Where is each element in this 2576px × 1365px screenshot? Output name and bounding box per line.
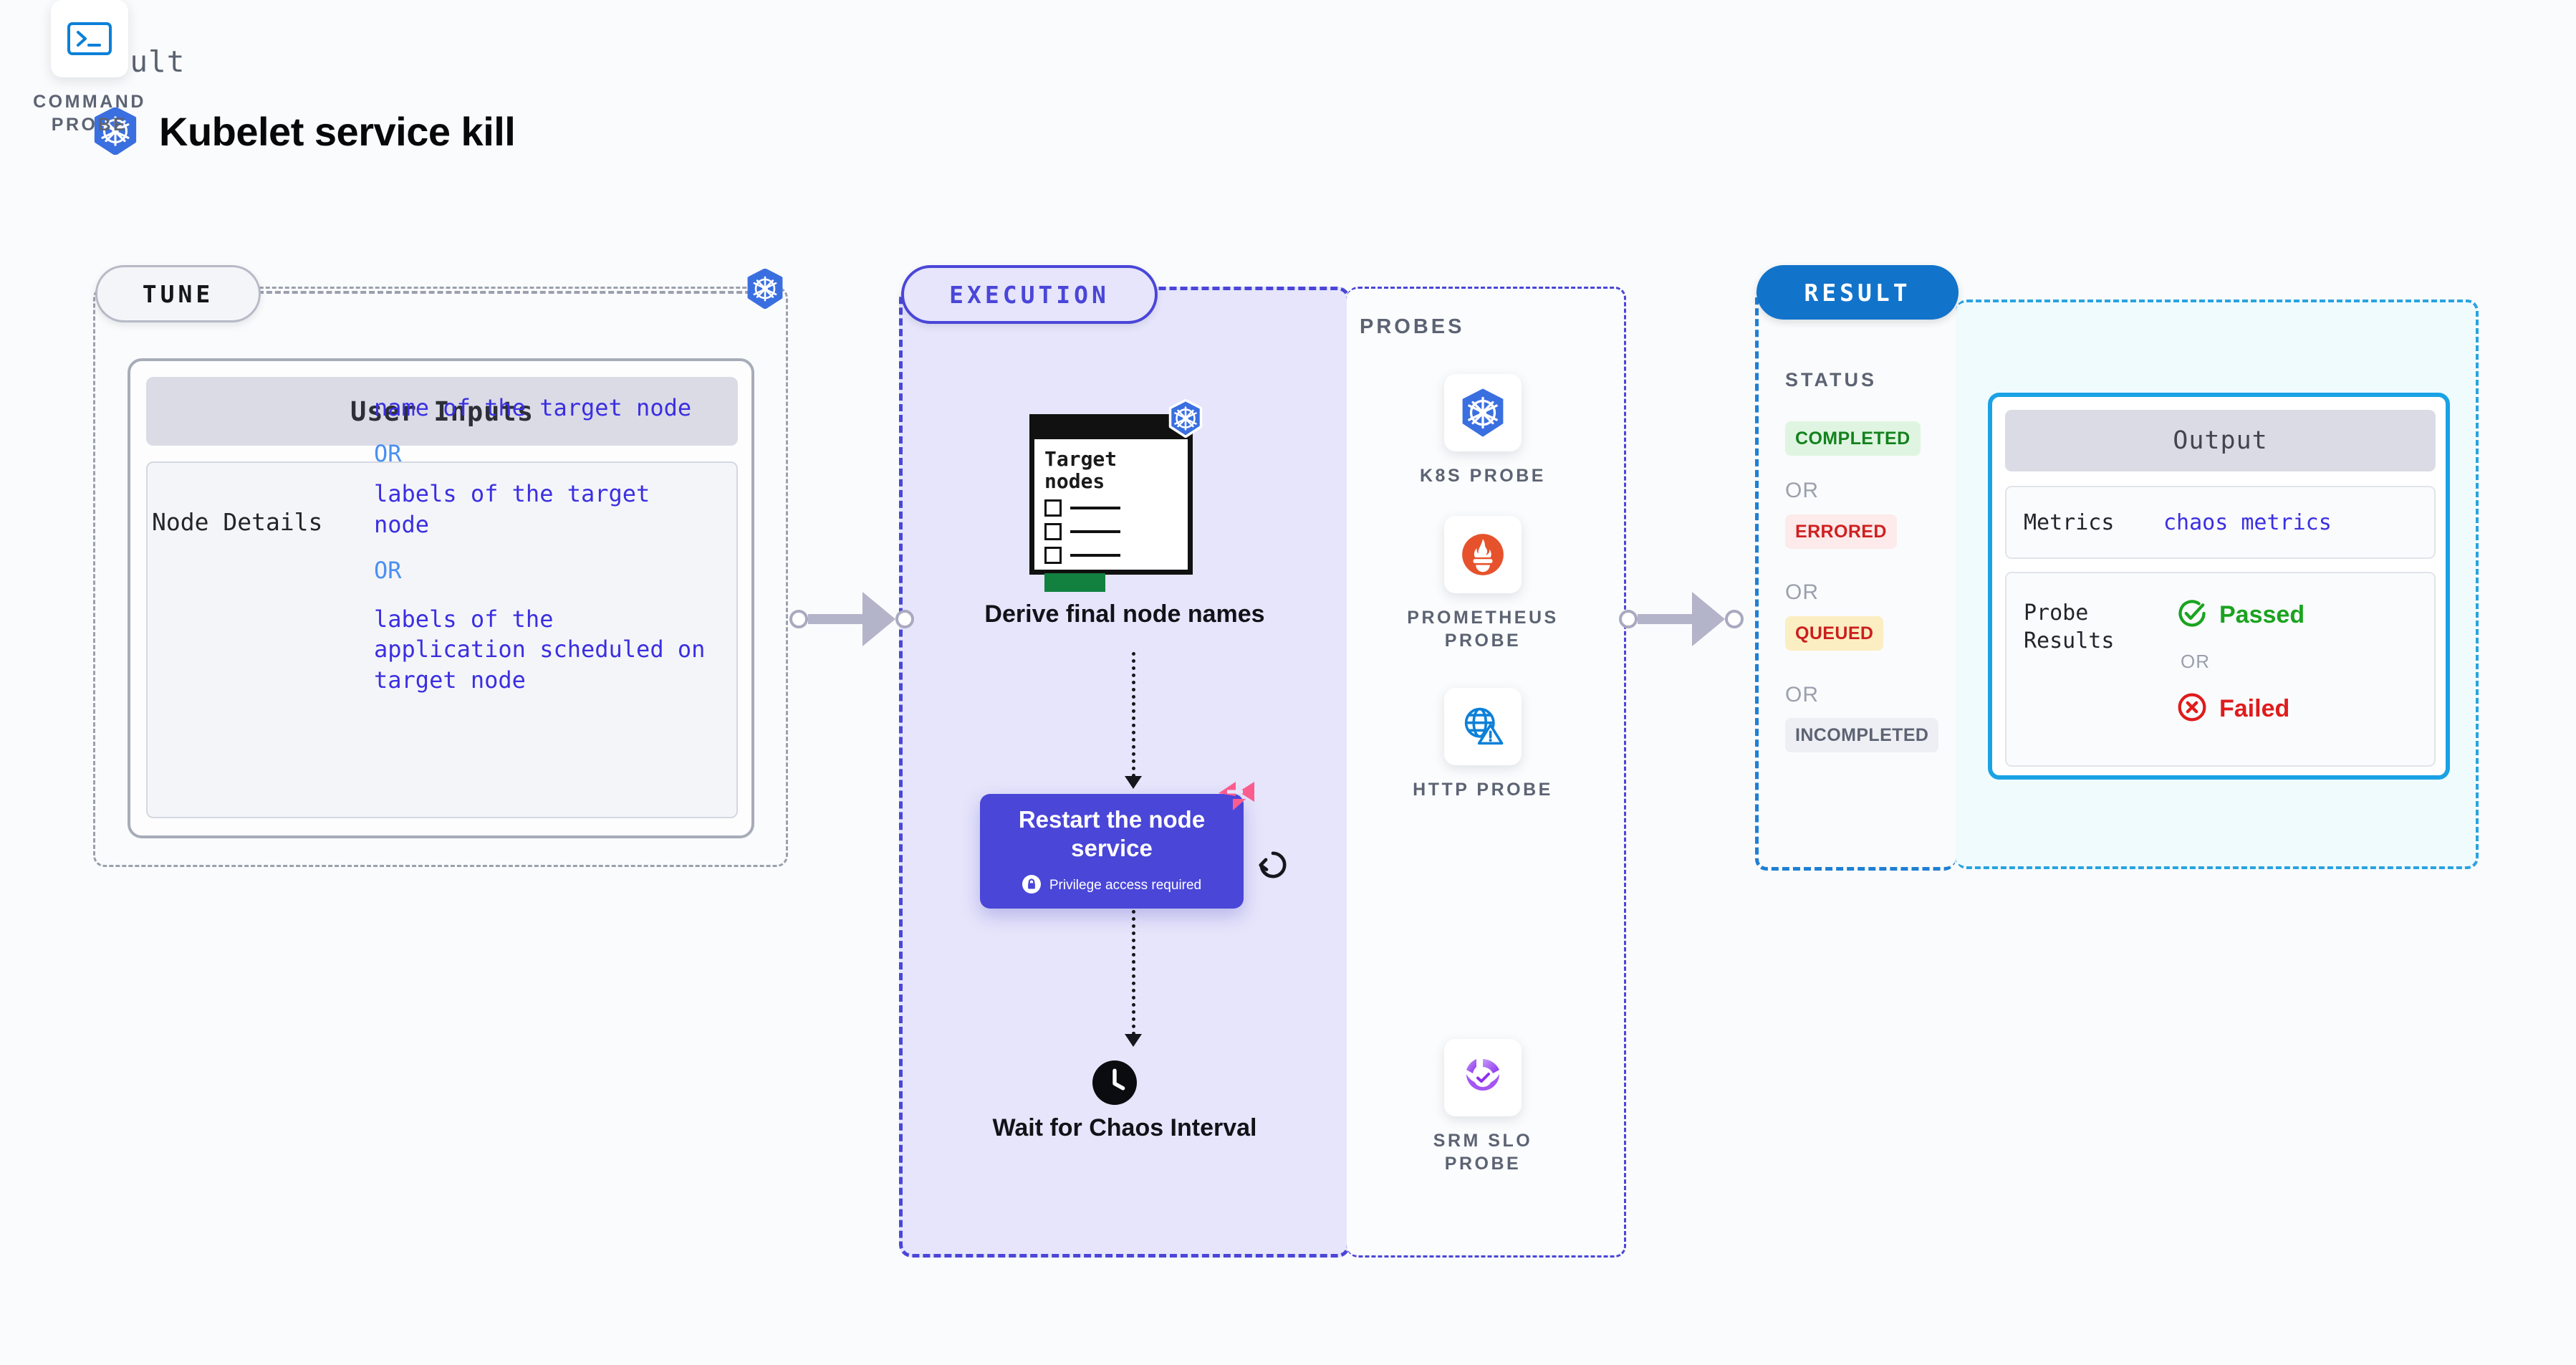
checkbox-icon [1044, 522, 1062, 540]
user-inputs-card: User Inputs Node Details name of the tar… [128, 358, 754, 838]
privilege-text: Privilege access required [1049, 878, 1202, 894]
probe-item-prometheus[interactable]: PROMETHEUS PROBE [1393, 516, 1572, 652]
checkbox-row [1044, 546, 1188, 564]
prometheus-icon [1444, 516, 1522, 593]
terminal-icon [51, 0, 128, 77]
kubernetes-icon [1168, 398, 1203, 441]
connector-end-dot [1725, 610, 1744, 628]
probe-label: COMMAND PROBE [33, 92, 146, 135]
flow-arrow-down [1125, 652, 1142, 789]
node-value-1: labels of the target node [374, 480, 650, 538]
output-heading: Output [2005, 410, 2436, 471]
srm-slo-icon [1444, 1039, 1522, 1116]
checkbox-icon [1044, 499, 1062, 517]
wait-for-chaos-interval-label: Wait for Chaos Interval [992, 1114, 1257, 1141]
node-details-box [146, 461, 738, 818]
lock-icon [1022, 874, 1041, 897]
or-separator: OR [374, 556, 402, 584]
flow-arrow-down [1125, 910, 1142, 1047]
or-separator: OR [1785, 580, 1819, 604]
probes-title: PROBES [1360, 315, 1465, 338]
connector-start-dot [789, 610, 808, 628]
tune-dashed-connector [258, 291, 759, 294]
probe-label: PROMETHEUS PROBE [1407, 608, 1559, 651]
tune-to-execution-connector [789, 592, 914, 646]
arrow-line [1131, 910, 1135, 1035]
node-value-2: labels of the application scheduled on t… [374, 605, 706, 694]
checkbox-row [1044, 499, 1188, 517]
restart-node-service-card[interactable]: Restart the node service Privilege acces… [980, 794, 1244, 909]
node-details-values: name of the target node OR labels of the… [374, 393, 711, 696]
line-placeholder [1070, 553, 1120, 557]
probe-item-k8s[interactable]: K8S PROBE [1393, 374, 1572, 487]
execution-to-result-connector [1619, 592, 1744, 646]
result-tag: RESULT [1756, 265, 1959, 320]
card-action-button [1044, 573, 1105, 592]
execution-tag: EXECUTION [901, 265, 1158, 324]
passed-label: Passed [2219, 601, 2305, 628]
fault-title-row: Kubelet service kill [93, 107, 516, 155]
output-card: Output Metrics chaos metrics Probe Resul… [1988, 393, 2450, 780]
arrow-tip [1125, 1034, 1142, 1047]
status-badge-incompleted: INCOMPLETED [1785, 718, 1939, 752]
kubernetes-icon [93, 107, 138, 155]
probe-label: HTTP PROBE [1413, 780, 1553, 800]
kubernetes-icon [746, 268, 784, 312]
probe-item-srm-slo[interactable]: SRM SLO PROBE [1393, 1039, 1572, 1175]
arrow-line [1131, 652, 1135, 777]
probe-label: SRM SLO PROBE [1433, 1131, 1533, 1174]
probe-item-command[interactable]: COMMAND PROBE [0, 0, 179, 136]
clock-icon [1092, 1060, 1137, 1108]
or-separator: OR [1785, 683, 1819, 707]
derive-node-names-label: Derive final node names [984, 600, 1265, 628]
failed-label: Failed [2219, 695, 2290, 722]
checkbox-icon [1044, 546, 1062, 564]
line-placeholder [1070, 530, 1120, 533]
or-separator: OR [2181, 651, 2210, 672]
probe-result-failed: Failed [2176, 691, 2289, 727]
connector-shaft [808, 614, 864, 624]
status-badge-errored: ERRORED [1785, 514, 1897, 549]
metrics-row: Metrics chaos metrics [2005, 486, 2436, 559]
probe-results-row: Probe Results Passed OR Failed [2005, 572, 2436, 767]
connector-arrowhead [862, 592, 895, 646]
node-value-0: name of the target node [374, 394, 692, 421]
arrow-tip [1125, 776, 1142, 789]
connector-start-dot [1619, 610, 1638, 628]
litmus-chaos-icon [1214, 777, 1259, 823]
status-badge-queued: QUEUED [1785, 616, 1884, 651]
kubernetes-icon [1444, 374, 1522, 451]
probe-label: K8S PROBE [1420, 466, 1546, 486]
connector-end-dot [895, 610, 914, 628]
check-circle-icon [2176, 598, 2208, 633]
or-separator: OR [374, 440, 402, 468]
probe-results-label: Probe Results [2024, 600, 2115, 653]
line-placeholder [1070, 506, 1120, 509]
status-badge-completed: COMPLETED [1785, 421, 1921, 456]
connector-arrowhead [1692, 592, 1725, 646]
restart-card-title: Restart the node service [1018, 806, 1206, 861]
page-title: Kubelet service kill [159, 108, 516, 154]
card-title-bar [1034, 419, 1188, 439]
refresh-icon[interactable] [1254, 846, 1292, 888]
metrics-label: Metrics [2024, 509, 2115, 535]
or-separator: OR [1785, 479, 1819, 502]
status-title: STATUS [1785, 369, 1877, 391]
metrics-value: chaos metrics [2163, 509, 2332, 535]
probe-item-http[interactable]: HTTP PROBE [1393, 688, 1572, 801]
x-circle-icon [2176, 691, 2208, 727]
tune-tag: TUNE [95, 265, 261, 322]
connector-shaft [1638, 614, 1693, 624]
target-nodes-card: Target nodes [1029, 414, 1193, 592]
http-globe-warning-icon [1444, 688, 1522, 765]
user-inputs-heading: User Inputs [146, 377, 738, 446]
node-details-label: Node Details [152, 508, 323, 536]
checkbox-row [1044, 522, 1188, 540]
page-header: Fault Kube [93, 44, 516, 155]
privilege-row: Privilege access required [1022, 874, 1202, 897]
probe-result-passed: Passed [2176, 598, 2305, 633]
target-nodes-title: Target nodes [1044, 447, 1118, 494]
